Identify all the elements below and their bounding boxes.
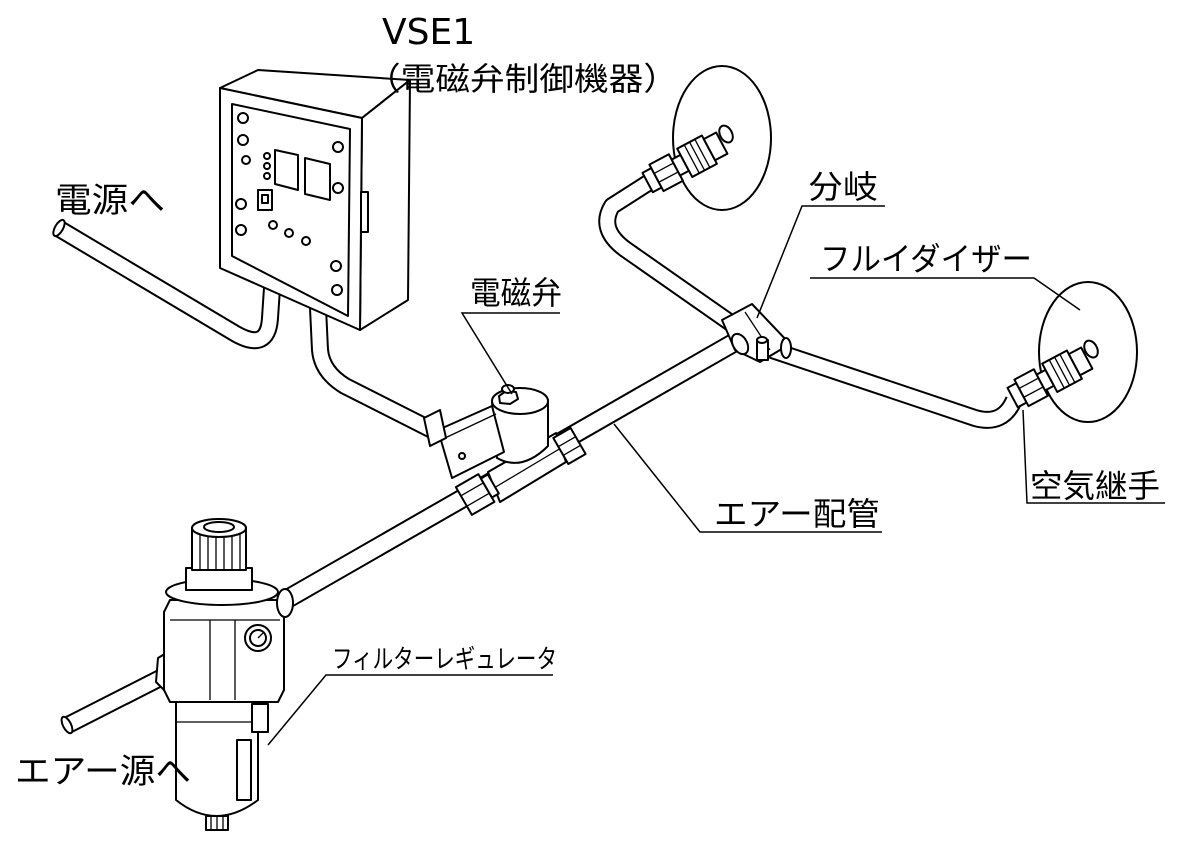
leader-lines xyxy=(267,205,1165,746)
panel-screws xyxy=(235,112,344,296)
display-left xyxy=(274,149,299,191)
fluidizer-upper xyxy=(641,65,772,211)
fluidizer-label: フルイダイザー xyxy=(820,240,1032,278)
vse-title: VSE1 xyxy=(382,12,475,53)
leader-coupling xyxy=(1022,409,1165,504)
control-box-panel xyxy=(231,103,351,317)
panel-button xyxy=(284,228,294,238)
regulator-body xyxy=(163,599,285,703)
power-cable xyxy=(52,218,281,350)
panel-button xyxy=(268,220,278,230)
branch-pipe-lower xyxy=(769,341,1023,429)
air-pipe-label: エアー配管 xyxy=(714,495,880,533)
indicator-lamp xyxy=(263,152,271,160)
leader-fluidizer xyxy=(810,277,1081,311)
valve-connector xyxy=(437,405,505,479)
coupling-label: 空気継手 xyxy=(1030,467,1160,505)
branch-tee xyxy=(721,303,792,363)
branch-label: 分岐 xyxy=(808,168,878,206)
knob-collar xyxy=(185,567,253,591)
leader-filter-regulator xyxy=(267,674,553,746)
air-coupling xyxy=(641,124,734,194)
branch-pipe-upper xyxy=(598,175,741,334)
panel-knob xyxy=(241,155,251,165)
panel-button xyxy=(301,236,311,246)
filter-regulator-label: フィルターレギュレータ xyxy=(332,645,557,675)
solenoid-valve xyxy=(423,384,567,503)
leader-air-pipe xyxy=(613,423,882,533)
power-label: 電源へ xyxy=(55,181,165,221)
leader-solenoid xyxy=(460,312,560,395)
indicator-lamp xyxy=(263,162,271,170)
control-box xyxy=(219,69,411,331)
vse-subtitle: （電磁弁制御機器） xyxy=(366,60,678,98)
pipe-fitting xyxy=(552,427,587,465)
fluidizer-lower xyxy=(1006,281,1138,423)
bowl-clip xyxy=(251,703,269,733)
solenoid-label: 電磁弁 xyxy=(470,274,562,312)
filter-regulator xyxy=(155,518,294,831)
control-cable xyxy=(309,307,437,439)
hinge xyxy=(360,191,369,233)
display-right xyxy=(304,157,331,201)
air-source-label: エアー源へ xyxy=(15,752,191,792)
leader-branch xyxy=(756,205,885,319)
cable-gland xyxy=(423,409,447,447)
pipe-fitting xyxy=(454,473,500,516)
bowl-sight-window xyxy=(236,739,252,801)
indicator-lamp xyxy=(263,172,271,180)
air-coupling xyxy=(1006,339,1099,409)
valve-coil xyxy=(491,399,549,464)
